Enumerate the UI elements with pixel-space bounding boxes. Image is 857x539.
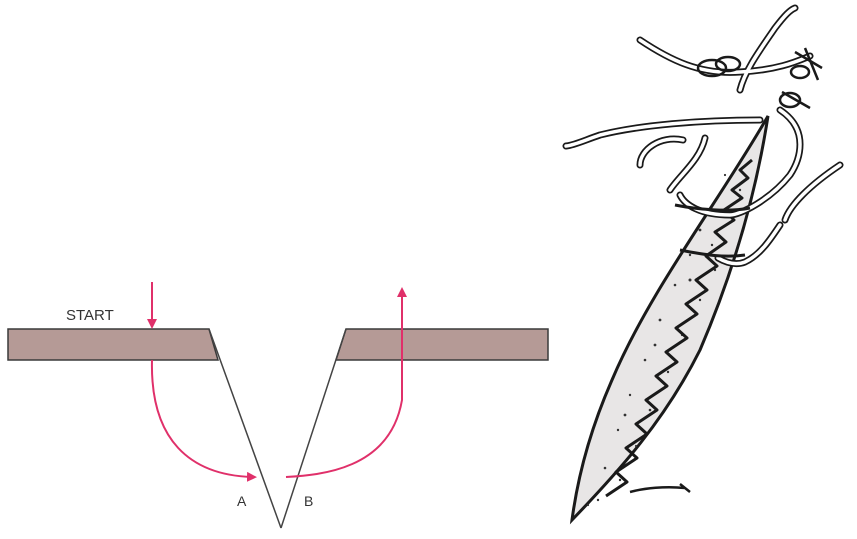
start-label: START <box>66 307 114 324</box>
wound-outline <box>572 116 768 520</box>
point-b-label: B <box>304 493 313 509</box>
suture-knot <box>698 48 822 108</box>
wound-wall-right <box>281 329 346 528</box>
tissue-band-right <box>336 329 548 360</box>
suture-path-left <box>152 360 252 477</box>
cross-section-diagram: START A B <box>8 282 548 528</box>
point-a-label: A <box>237 493 247 509</box>
wound-suture-drawing <box>566 8 840 520</box>
tissue-band-left <box>8 329 218 360</box>
scale-mark <box>630 484 690 492</box>
suture-path-right <box>286 292 402 477</box>
